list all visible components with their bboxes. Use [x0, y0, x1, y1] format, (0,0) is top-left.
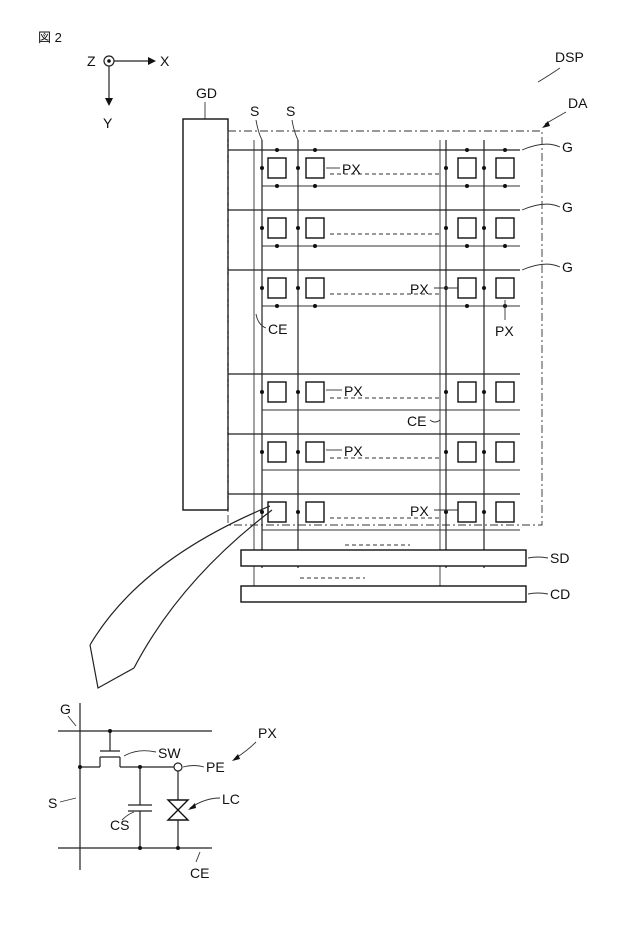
axis-z-label: Z	[87, 53, 96, 69]
storage-capacitor-label: CS	[110, 817, 129, 833]
pixel-label-1: PX	[342, 161, 361, 177]
pixel	[268, 158, 286, 178]
common-electrode-label-1: CE	[268, 321, 287, 337]
axis-x-label: X	[160, 53, 170, 69]
common-electrode-label-2: CE	[407, 413, 426, 429]
pixel	[458, 158, 476, 178]
pixel	[496, 278, 514, 298]
detail-pixel-label: PX	[258, 725, 277, 741]
dsp-label: DSP	[555, 49, 584, 65]
pixel	[268, 502, 286, 522]
da-label: DA	[568, 95, 588, 111]
pixel-label-5: PX	[344, 443, 363, 459]
pixel	[268, 442, 286, 462]
pixel	[306, 218, 324, 238]
pixel	[496, 502, 514, 522]
pixel	[496, 158, 514, 178]
gate-line-label-1: G	[562, 139, 573, 155]
sd-label: SD	[550, 550, 569, 566]
pixel	[306, 442, 324, 462]
pixel-label-4: PX	[344, 383, 363, 399]
source-driver	[241, 550, 526, 566]
pixel	[306, 502, 324, 522]
pixel	[458, 218, 476, 238]
gate-line-label-2: G	[562, 199, 573, 215]
pixel-boxes	[268, 158, 514, 522]
pixel-label-2: PX	[410, 281, 429, 297]
pixel	[306, 158, 324, 178]
axis-indicator: Z X Y	[87, 53, 170, 131]
axis-y-label: Y	[103, 115, 113, 131]
pixel-circuit-detail: G CE S SW PE CS	[48, 701, 240, 881]
pixel	[458, 278, 476, 298]
pixel-label-3: PX	[495, 323, 514, 339]
source-line-label-2: S	[286, 103, 295, 119]
pixel	[496, 382, 514, 402]
gate-line-label-3: G	[562, 259, 573, 275]
detail-gate-label: G	[60, 701, 71, 717]
pixel	[268, 382, 286, 402]
pixel	[458, 382, 476, 402]
cd-label: CD	[550, 586, 570, 602]
detail-source-label: S	[48, 795, 57, 811]
liquid-crystal-label: LC	[222, 791, 240, 807]
pixel	[458, 502, 476, 522]
pixel	[268, 218, 286, 238]
common-driver	[241, 586, 526, 602]
gate-driver	[183, 119, 228, 510]
source-line-label-1: S	[250, 103, 259, 119]
figure-number: 図 2	[38, 30, 62, 45]
pixel	[496, 218, 514, 238]
pixel	[268, 278, 286, 298]
pixel	[306, 382, 324, 402]
source-lines	[254, 140, 484, 590]
detail-ce-label: CE	[190, 865, 209, 881]
switch-label: SW	[158, 745, 181, 761]
gd-label: GD	[196, 85, 217, 101]
pixel	[306, 278, 324, 298]
pixel	[458, 442, 476, 462]
pixel-label-6: PX	[410, 503, 429, 519]
pixel	[496, 442, 514, 462]
pixel-electrode-label: PE	[206, 759, 225, 775]
